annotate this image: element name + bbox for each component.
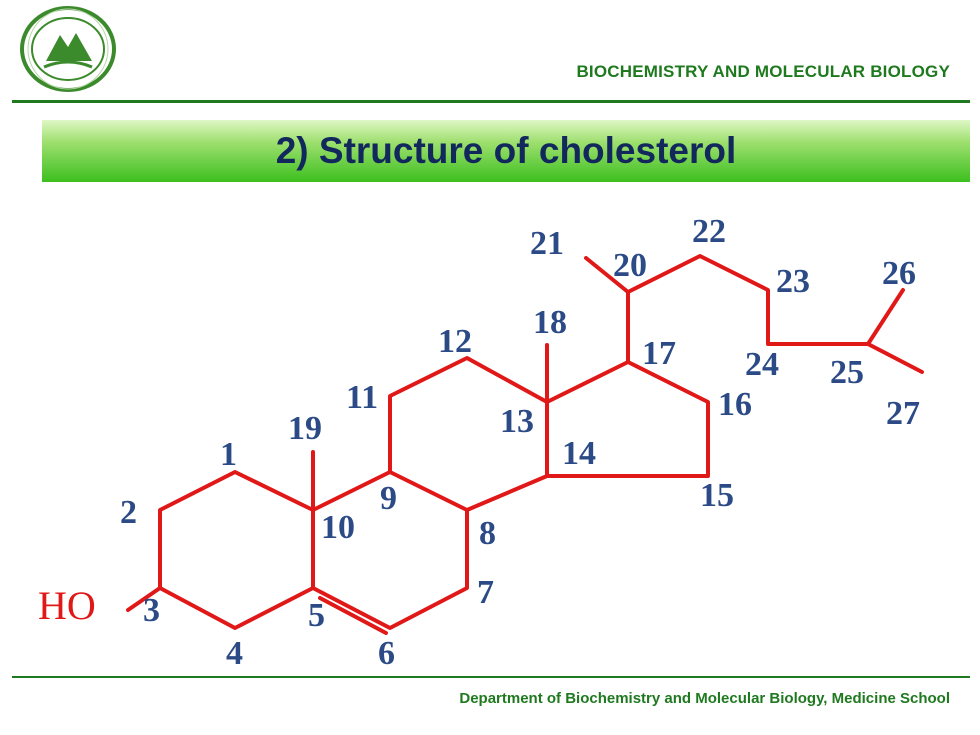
carbon-label-16: 16 xyxy=(718,386,752,423)
header-divider xyxy=(12,100,970,103)
slide-title: 2) Structure of cholesterol xyxy=(275,130,737,171)
carbon-label-25: 25 xyxy=(830,354,864,391)
carbon-label-11: 11 xyxy=(346,379,378,416)
carbon-label-26: 26 xyxy=(882,255,916,292)
carbon-label-19: 19 xyxy=(288,410,322,447)
footer-text: Department of Biochemistry and Molecular… xyxy=(459,690,950,707)
carbon-label-10: 10 xyxy=(321,509,355,546)
carbon-label-22: 22 xyxy=(692,213,726,250)
carbon-label-17: 17 xyxy=(642,335,676,372)
carbon-number-labels: 1 2 3 4 5 6 7 8 9 10 11 12 13 14 15 16 1… xyxy=(120,213,920,672)
carbon-label-27: 27 xyxy=(886,395,920,432)
carbon-label-14: 14 xyxy=(562,435,596,472)
carbon-label-4: 4 xyxy=(226,635,243,672)
ring-d xyxy=(545,360,710,478)
cholesterol-structure-diagram: HO 1 2 3 4 5 6 7 8 9 10 11 12 13 14 15 1… xyxy=(0,190,980,675)
ring-c xyxy=(388,356,549,512)
carbon-label-13: 13 xyxy=(500,403,534,440)
side-chain xyxy=(626,254,870,364)
footer-divider xyxy=(12,676,970,678)
carbon-label-12: 12 xyxy=(438,323,472,360)
carbon-label-1: 1 xyxy=(220,436,237,473)
carbon-label-18: 18 xyxy=(533,304,567,341)
university-logo xyxy=(18,5,118,93)
double-bond-5-6 xyxy=(318,596,388,635)
carbon-skeleton-bonds xyxy=(126,254,924,635)
carbon-label-7: 7 xyxy=(477,574,494,611)
hydroxyl-label: HO xyxy=(38,583,96,628)
carbon-label-8: 8 xyxy=(479,515,496,552)
carbon-label-23: 23 xyxy=(776,263,810,300)
ring-b xyxy=(311,470,469,630)
carbon-label-9: 9 xyxy=(380,480,397,517)
carbon-label-15: 15 xyxy=(700,477,734,514)
carbon-label-24: 24 xyxy=(745,346,779,383)
carbon-label-3: 3 xyxy=(143,592,160,629)
methyl-21 xyxy=(584,256,630,294)
header-title: BIOCHEMISTRY AND MOLECULAR BIOLOGY xyxy=(576,62,950,81)
carbon-label-6: 6 xyxy=(378,635,395,672)
carbon-label-20: 20 xyxy=(613,247,647,284)
carbon-label-5: 5 xyxy=(308,597,325,634)
carbon-label-2: 2 xyxy=(120,494,137,531)
methyl-27 xyxy=(866,342,924,374)
ring-a xyxy=(158,470,315,630)
title-banner: 2) Structure of cholesterol xyxy=(42,120,970,182)
carbon-label-21: 21 xyxy=(530,225,564,262)
methyl-26 xyxy=(866,288,905,346)
hydroxyl-bond xyxy=(126,586,162,612)
